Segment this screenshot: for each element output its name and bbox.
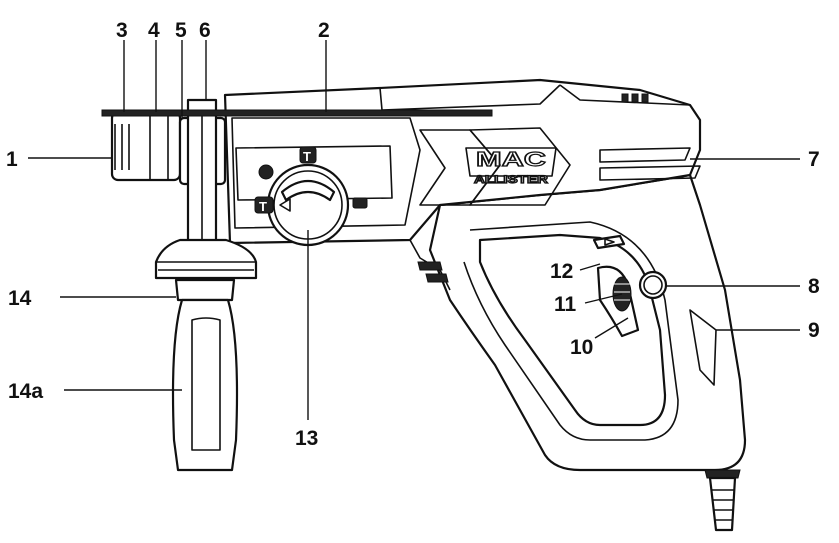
- depth-stop-rod: [101, 109, 493, 117]
- callout-14a: 14a: [8, 380, 43, 403]
- callout-8: 8: [808, 275, 820, 298]
- callout-12: 12: [550, 260, 573, 283]
- callout-6: 6: [199, 19, 211, 42]
- hammer-mode-icon: [352, 197, 368, 209]
- callout-2: 2: [318, 19, 330, 42]
- mode-symbol-top: T: [303, 149, 311, 164]
- callout-5: 5: [175, 19, 187, 42]
- mode-symbol-left: T: [259, 199, 267, 214]
- auxiliary-handle: [154, 238, 258, 472]
- callout-3: 3: [116, 19, 128, 42]
- callout-labels: 1 2 3 4 5 6 7 8 9 10 11 12 13 14 14a: [6, 19, 820, 450]
- chisel-mode-icon: [258, 164, 274, 180]
- callout-1: 1: [6, 148, 18, 171]
- callout-10: 10: [570, 336, 593, 359]
- callout-14: 14: [8, 287, 32, 310]
- callout-7: 7: [808, 148, 820, 171]
- callout-11: 11: [554, 293, 577, 316]
- brand-logo: MAC ALLISTER: [465, 147, 557, 187]
- brand-logo-line2: ALLISTER: [474, 174, 548, 186]
- callout-9: 9: [808, 319, 820, 342]
- chuck-assembly: [110, 98, 227, 247]
- brand-logo-line1: MAC: [476, 149, 546, 171]
- callout-13: 13: [295, 427, 318, 450]
- callout-4: 4: [148, 19, 160, 42]
- leader-lines: [28, 40, 800, 420]
- mode-selector-knob: T T: [254, 146, 368, 247]
